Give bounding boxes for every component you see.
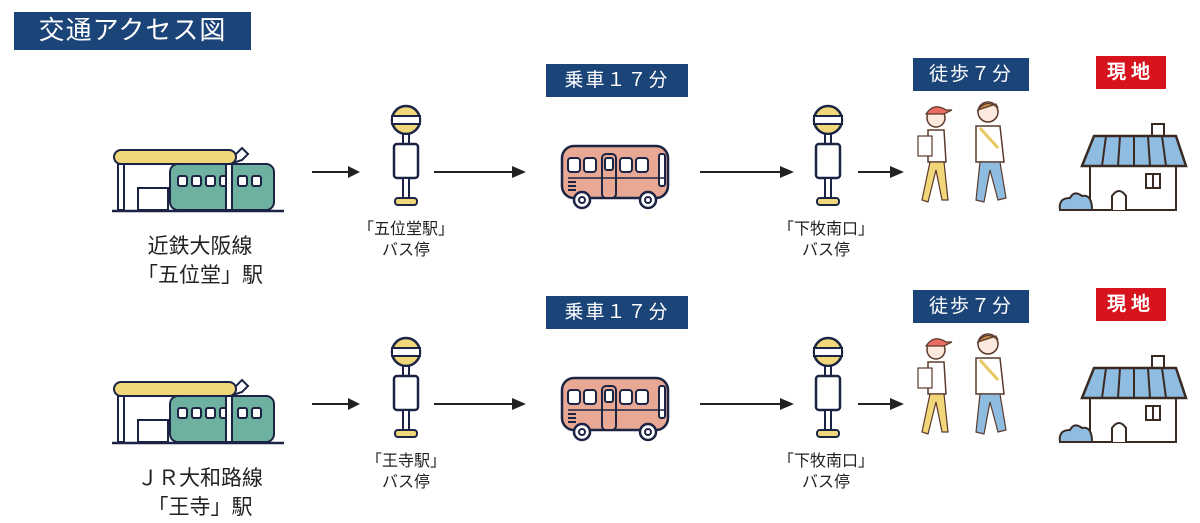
house-icon — [1058, 123, 1188, 211]
walking-people-icon — [917, 101, 1007, 203]
bus-stop-icon — [390, 104, 422, 206]
station-label: 近鉄大阪線 「五位堂」駅 — [100, 232, 300, 290]
alighting-stop-label: 「下牧南口」 バス停 — [756, 218, 896, 260]
arrow-right-icon — [434, 398, 526, 410]
train-station-icon — [112, 146, 284, 213]
alighting-stop-label: 「下牧南口」 バス停 — [756, 450, 896, 492]
ride-time-badge: 乗車１７分 — [546, 64, 688, 97]
house-icon — [1058, 355, 1188, 443]
destination-badge: 現地 — [1096, 288, 1166, 321]
walk-time-badge: 徒歩７分 — [913, 290, 1029, 323]
alighting-stop-suffix: バス停 — [801, 240, 850, 259]
arrow-right-icon — [700, 166, 794, 178]
bus-icon — [560, 376, 670, 442]
alighting-stop-suffix: バス停 — [801, 472, 850, 491]
boarding-stop-name: 「王寺駅」 — [365, 451, 446, 470]
walking-people-icon — [917, 333, 1007, 435]
walk-time-badge: 徒歩７分 — [913, 58, 1029, 91]
arrow-right-icon — [434, 166, 526, 178]
destination-badge: 現地 — [1096, 56, 1166, 89]
arrow-right-icon — [700, 398, 794, 410]
station-line: 近鉄大阪線 — [147, 234, 253, 258]
route-row: 近鉄大阪線 「五位堂」駅 「五位堂駅」 バス停 乗車１７分 — [0, 0, 1200, 287]
station-label: ＪＲ大和路線 「王寺」駅 — [100, 464, 300, 522]
arrow-right-icon — [312, 398, 360, 410]
boarding-stop-suffix: バス停 — [381, 472, 430, 491]
station-name: 「五位堂」駅 — [137, 263, 263, 287]
page-title: 交通アクセス図 — [14, 12, 251, 50]
train-station-icon — [112, 378, 284, 445]
bus-stop-icon — [390, 336, 422, 438]
arrow-right-icon — [312, 166, 360, 178]
station-name: 「王寺」駅 — [147, 495, 253, 519]
arrow-right-icon — [858, 398, 904, 410]
bus-stop-icon — [812, 336, 844, 438]
boarding-stop-name: 「五位堂駅」 — [357, 219, 454, 238]
bus-icon — [560, 144, 670, 210]
station-line: ＪＲ大和路線 — [137, 466, 263, 490]
boarding-stop-suffix: バス停 — [381, 240, 430, 259]
boarding-stop-label: 「五位堂駅」 バス停 — [336, 218, 476, 260]
bus-stop-icon — [812, 104, 844, 206]
ride-time-badge: 乗車１７分 — [546, 296, 688, 329]
alighting-stop-name: 「下牧南口」 — [777, 219, 874, 238]
arrow-right-icon — [858, 166, 904, 178]
route-row: ＪＲ大和路線 「王寺」駅 「王寺駅」 バス停 乗車１７分 — [0, 232, 1200, 519]
boarding-stop-label: 「王寺駅」 バス停 — [336, 450, 476, 492]
alighting-stop-name: 「下牧南口」 — [777, 451, 874, 470]
